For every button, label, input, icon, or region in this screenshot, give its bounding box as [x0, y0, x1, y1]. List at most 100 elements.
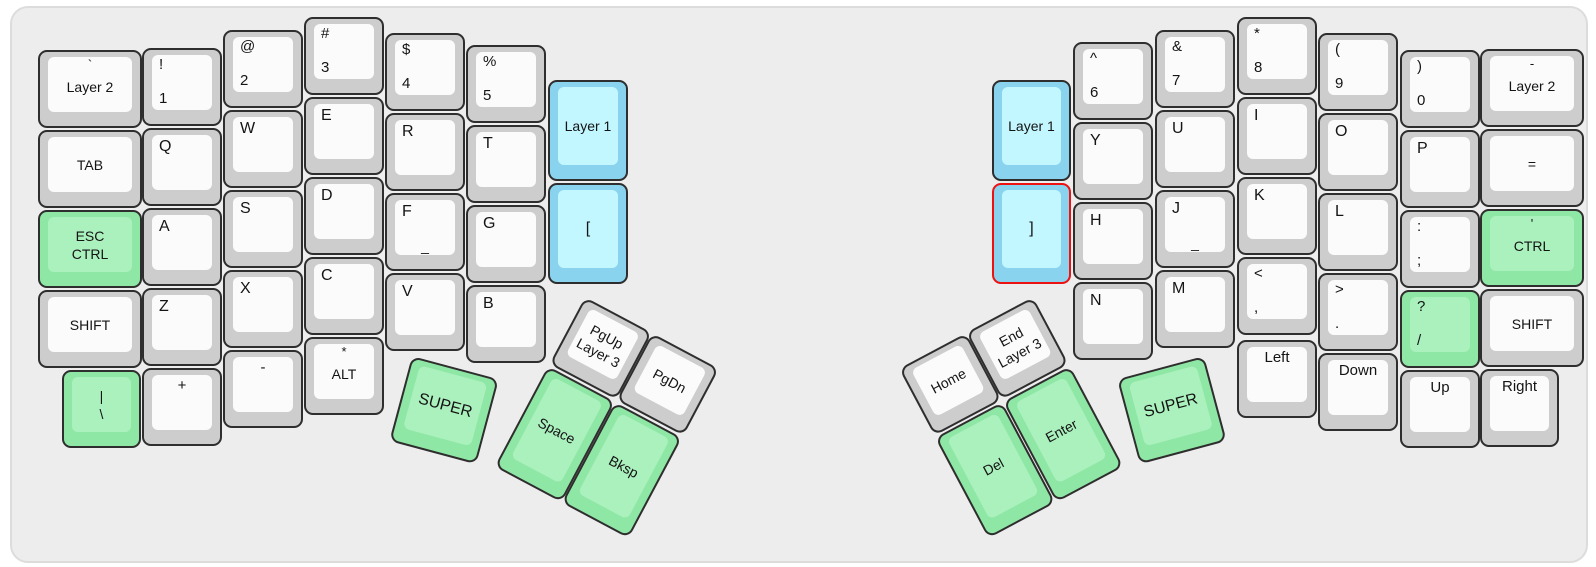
- key-2[interactable]: @2: [223, 30, 303, 108]
- key-grave-layer2[interactable]: `Layer 2: [38, 50, 142, 128]
- key-home-cap: Home: [911, 343, 986, 417]
- key-minus-layer2[interactable]: -Layer 2: [1480, 49, 1584, 127]
- key-d[interactable]: D: [304, 177, 384, 255]
- key-h-cap: H: [1083, 209, 1143, 264]
- key-label: SHIFT: [1511, 315, 1553, 332]
- key-label: Layer 2: [1508, 78, 1556, 94]
- key-b[interactable]: B: [466, 285, 546, 363]
- key-label: K: [1254, 187, 1265, 204]
- key-label: ALT: [331, 366, 357, 382]
- key-y[interactable]: Y: [1073, 122, 1153, 200]
- key-label: *: [1254, 25, 1260, 42]
- key-j[interactable]: J_: [1155, 190, 1235, 268]
- key-label: N: [1090, 292, 1102, 309]
- key-f[interactable]: F_: [385, 193, 465, 271]
- key-w[interactable]: W: [223, 110, 303, 188]
- key-0-cap: )0: [1410, 57, 1470, 112]
- key-label: .: [1335, 315, 1340, 332]
- key-super-right[interactable]: SUPER: [1117, 356, 1227, 465]
- key-equals[interactable]: =: [1480, 129, 1584, 207]
- key-1[interactable]: !1: [142, 48, 222, 126]
- key-m[interactable]: M: [1155, 270, 1235, 348]
- key-i[interactable]: I: [1237, 97, 1317, 175]
- key-right-arrow[interactable]: Right: [1480, 369, 1559, 447]
- key-shift-right[interactable]: SHIFT: [1480, 289, 1584, 367]
- key-plus-cap: +: [152, 375, 212, 430]
- key-left-bracket[interactable]: [: [548, 183, 628, 284]
- key-c[interactable]: C: [304, 257, 384, 335]
- key-p[interactable]: P: [1400, 130, 1480, 208]
- key-n[interactable]: N: [1073, 282, 1153, 360]
- key-n-cap: N: [1083, 289, 1143, 344]
- key-s[interactable]: S: [223, 190, 303, 268]
- key-pipe-backslash[interactable]: |\: [62, 370, 141, 448]
- key-label: Del: [980, 454, 1007, 479]
- key-3[interactable]: #3: [304, 17, 384, 95]
- key-label: I: [1254, 107, 1259, 124]
- key-label: >: [1335, 281, 1344, 298]
- key-left-arrow-cap: Left: [1247, 347, 1307, 402]
- key-down-arrow-cap: Down: [1328, 360, 1388, 415]
- key-label: C: [321, 267, 333, 284]
- key-alt[interactable]: *ALT: [304, 337, 384, 415]
- key-l[interactable]: L: [1318, 193, 1398, 271]
- key-g-cap: G: [476, 212, 536, 267]
- key-7[interactable]: &7: [1155, 30, 1235, 108]
- key-period[interactable]: >.: [1318, 273, 1398, 351]
- key-label: |: [99, 387, 104, 404]
- key-comma[interactable]: <,: [1237, 257, 1317, 335]
- key-tab[interactable]: TAB: [38, 130, 142, 208]
- key-label: H: [1090, 212, 1102, 229]
- key-o[interactable]: O: [1318, 113, 1398, 191]
- key-quote-ctrl-cap: 'CTRL: [1490, 216, 1574, 271]
- key-right-bracket[interactable]: ]: [992, 183, 1071, 284]
- key-layer1-left[interactable]: Layer 1: [548, 80, 628, 181]
- key-left-arrow[interactable]: Left: [1237, 340, 1317, 418]
- key-minus-left[interactable]: -: [223, 350, 303, 428]
- key-8[interactable]: *8: [1237, 17, 1317, 95]
- key-label: ?: [1417, 298, 1426, 315]
- key-slash-cap: ?/: [1410, 297, 1470, 352]
- key-a[interactable]: A: [142, 208, 222, 286]
- key-label: T: [483, 135, 493, 152]
- key-label: #: [321, 25, 330, 42]
- key-up-arrow[interactable]: Up: [1400, 370, 1480, 448]
- key-r[interactable]: R: [385, 113, 465, 191]
- key-label: W: [240, 120, 256, 137]
- key-quote-ctrl[interactable]: 'CTRL: [1480, 209, 1584, 287]
- key-label: Bksp: [606, 451, 642, 481]
- key-9[interactable]: (9: [1318, 33, 1398, 111]
- key-v[interactable]: V: [385, 273, 465, 351]
- key-z[interactable]: Z: [142, 288, 222, 366]
- key-e[interactable]: E: [304, 97, 384, 175]
- key-label: R: [402, 123, 414, 140]
- key-label: Up: [1430, 379, 1450, 396]
- key-layer1-right-cap: Layer 1: [1002, 87, 1061, 165]
- key-h[interactable]: H: [1073, 202, 1153, 280]
- key-6[interactable]: ^6: [1073, 42, 1153, 120]
- key-plus[interactable]: +: [142, 368, 222, 446]
- key-label: 6: [1090, 84, 1099, 101]
- key-down-arrow[interactable]: Down: [1318, 353, 1398, 431]
- key-period-cap: >.: [1328, 280, 1388, 335]
- key-0[interactable]: )0: [1400, 50, 1480, 128]
- key-g[interactable]: G: [466, 205, 546, 283]
- key-label: SHIFT: [69, 316, 111, 333]
- key-slash[interactable]: ?/: [1400, 290, 1480, 368]
- key-k[interactable]: K: [1237, 177, 1317, 255]
- key-semicolon[interactable]: :;: [1400, 210, 1480, 288]
- key-2-cap: @2: [233, 37, 293, 92]
- key-super-left[interactable]: SUPER: [389, 356, 499, 465]
- key-layer1-right[interactable]: Layer 1: [992, 80, 1071, 181]
- key-v-cap: V: [395, 280, 455, 335]
- key-u[interactable]: U: [1155, 110, 1235, 188]
- key-t[interactable]: T: [466, 125, 546, 203]
- key-shift-left[interactable]: SHIFT: [38, 290, 142, 368]
- key-super-left-cap: SUPER: [403, 365, 488, 447]
- key-5[interactable]: %5: [466, 45, 546, 123]
- key-q[interactable]: Q: [142, 128, 222, 206]
- key-x[interactable]: X: [223, 270, 303, 348]
- key-4[interactable]: $4: [385, 33, 465, 111]
- key-pgdn-cap: PgDn: [632, 343, 707, 417]
